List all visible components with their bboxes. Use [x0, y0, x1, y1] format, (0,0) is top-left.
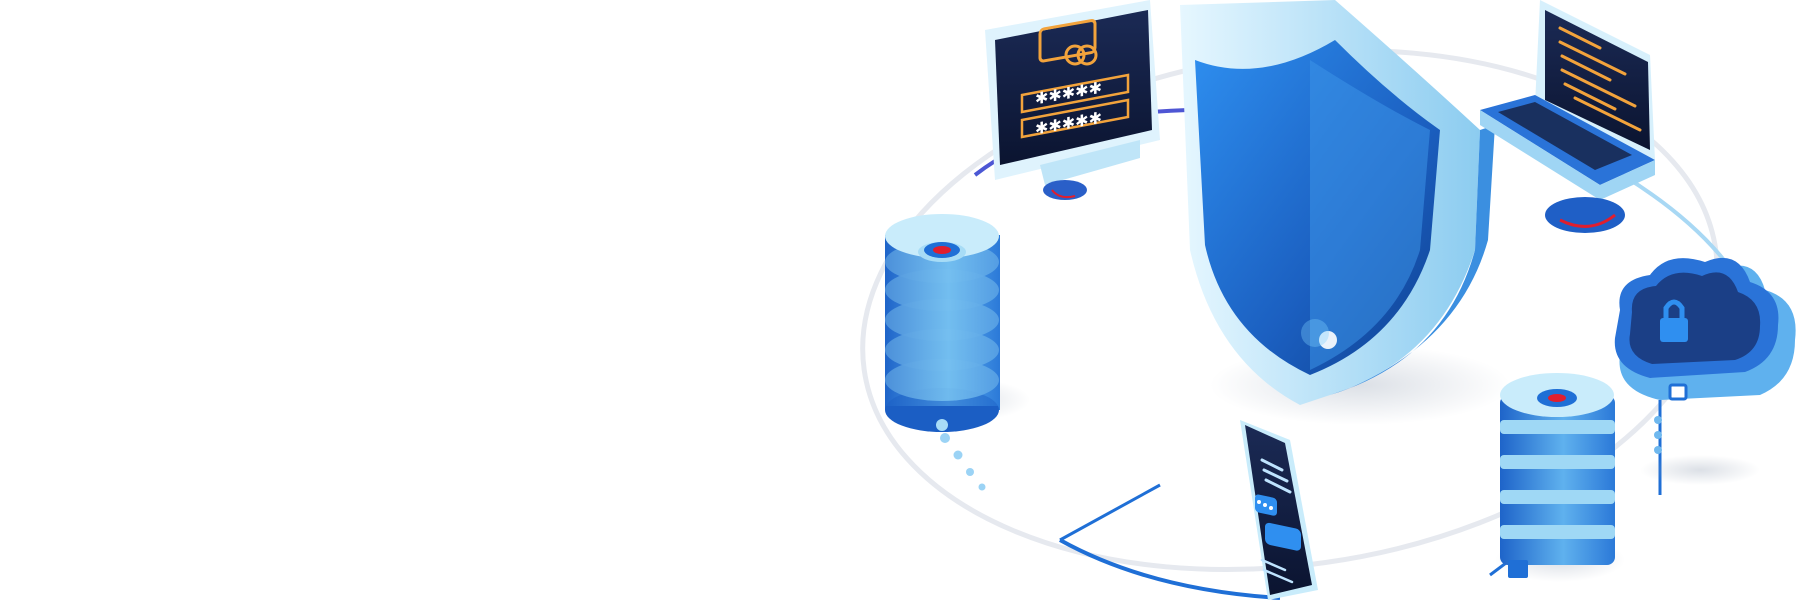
monitor-password-icon: ✱✱✱✱✱ ✱✱✱✱✱: [985, 0, 1160, 200]
smartphone-chat-icon: [1240, 420, 1318, 600]
server-icon: [1495, 373, 1625, 582]
database-icon: [885, 214, 1030, 432]
laptop-code-icon: [1480, 0, 1655, 233]
data-dots: [940, 416, 1662, 491]
cloud-lock-icon: [1614, 257, 1796, 485]
shield-icon: [1180, 0, 1510, 425]
